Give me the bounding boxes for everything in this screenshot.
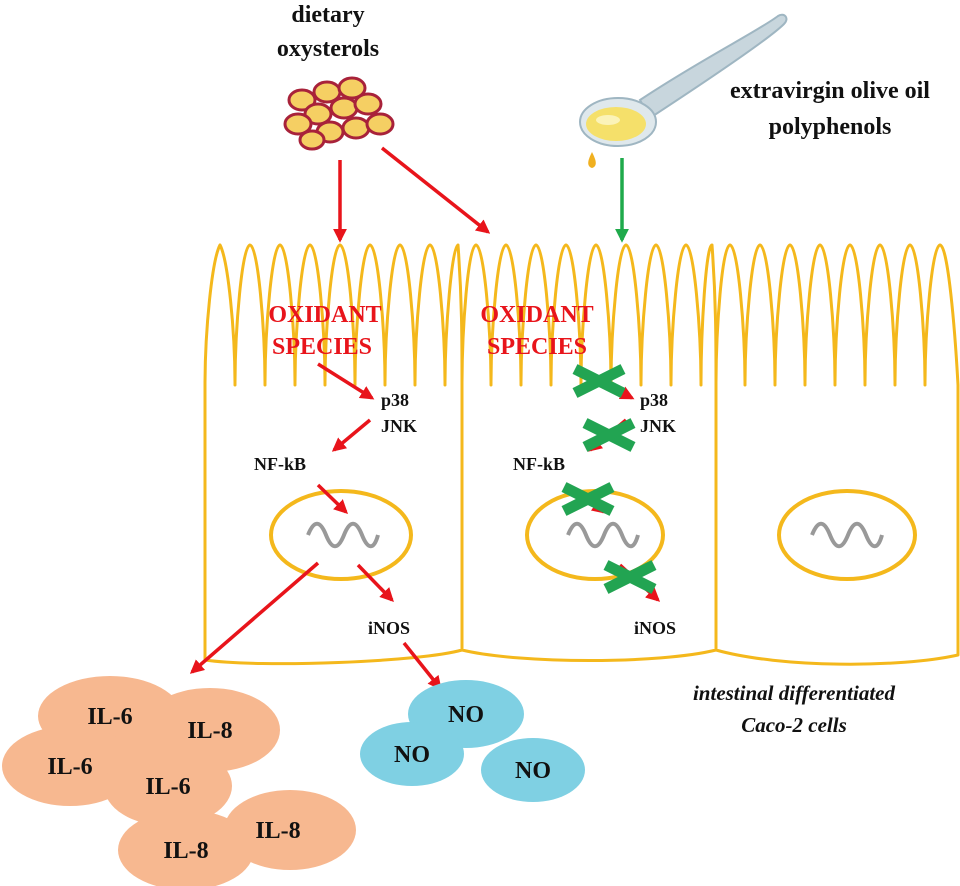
il6-label: IL-6 (145, 774, 190, 800)
nfkb-label-1: NF-kB (254, 454, 306, 474)
cross-x-icon (572, 364, 626, 398)
no-label: NO (448, 702, 484, 728)
cell-membranes (203, 243, 960, 666)
jnk-label-2: JNK (640, 416, 676, 436)
polyphenols-label: polyphenols (769, 114, 892, 140)
oil-drop-icon (588, 152, 596, 168)
cross-x-icon (561, 482, 615, 516)
cross-x-icon (603, 560, 657, 594)
il8-label: IL-8 (163, 838, 208, 864)
dna-helix-icon (306, 521, 380, 549)
cell-3-membrane (714, 243, 960, 666)
oxidant-species-label-1: OXIDANT (268, 302, 381, 328)
il6-label: IL-6 (47, 754, 92, 780)
nfkb-label-2: NF-kB (513, 454, 565, 474)
cells-label-1: intestinal differentiated (693, 681, 896, 705)
cells-label-2: Caco-2 cells (741, 713, 847, 737)
cell-2-membrane (460, 243, 718, 662)
olive-oil-label: extravirgin olive oil (730, 78, 930, 104)
oxidant-species-label-1b: SPECIES (272, 334, 372, 360)
spoon-icon (579, 13, 788, 168)
oxidant-species-label-2b: SPECIES (487, 334, 587, 360)
cell-1-membrane (203, 243, 464, 666)
p38-label-1: p38 (381, 390, 409, 410)
dna-helix-icon (810, 521, 884, 549)
interleukin-cluster (2, 676, 356, 886)
cross-x-icon (582, 418, 636, 452)
no-label: NO (394, 742, 430, 768)
inos-label-2: iNOS (634, 618, 676, 638)
jnk-label-1: JNK (381, 416, 417, 436)
oxidant-species-label-2: OXIDANT (480, 302, 593, 328)
dna-helix-icon (566, 521, 640, 549)
no-label: NO (515, 758, 551, 784)
oxysterols-label: oxysterols (277, 36, 379, 62)
il8-label: IL-8 (255, 818, 300, 844)
inos-label-1: iNOS (368, 618, 410, 638)
il8-label: IL-8 (187, 718, 232, 744)
nucleus-3 (777, 489, 917, 581)
dietary-label: dietary (291, 2, 364, 28)
red-arrows (189, 146, 661, 691)
nucleus-1 (269, 489, 413, 581)
il6-label: IL-6 (87, 704, 132, 730)
nitric-oxide-cluster (360, 680, 585, 802)
particle-cluster-icon (283, 76, 395, 151)
p38-label-2: p38 (640, 390, 668, 410)
